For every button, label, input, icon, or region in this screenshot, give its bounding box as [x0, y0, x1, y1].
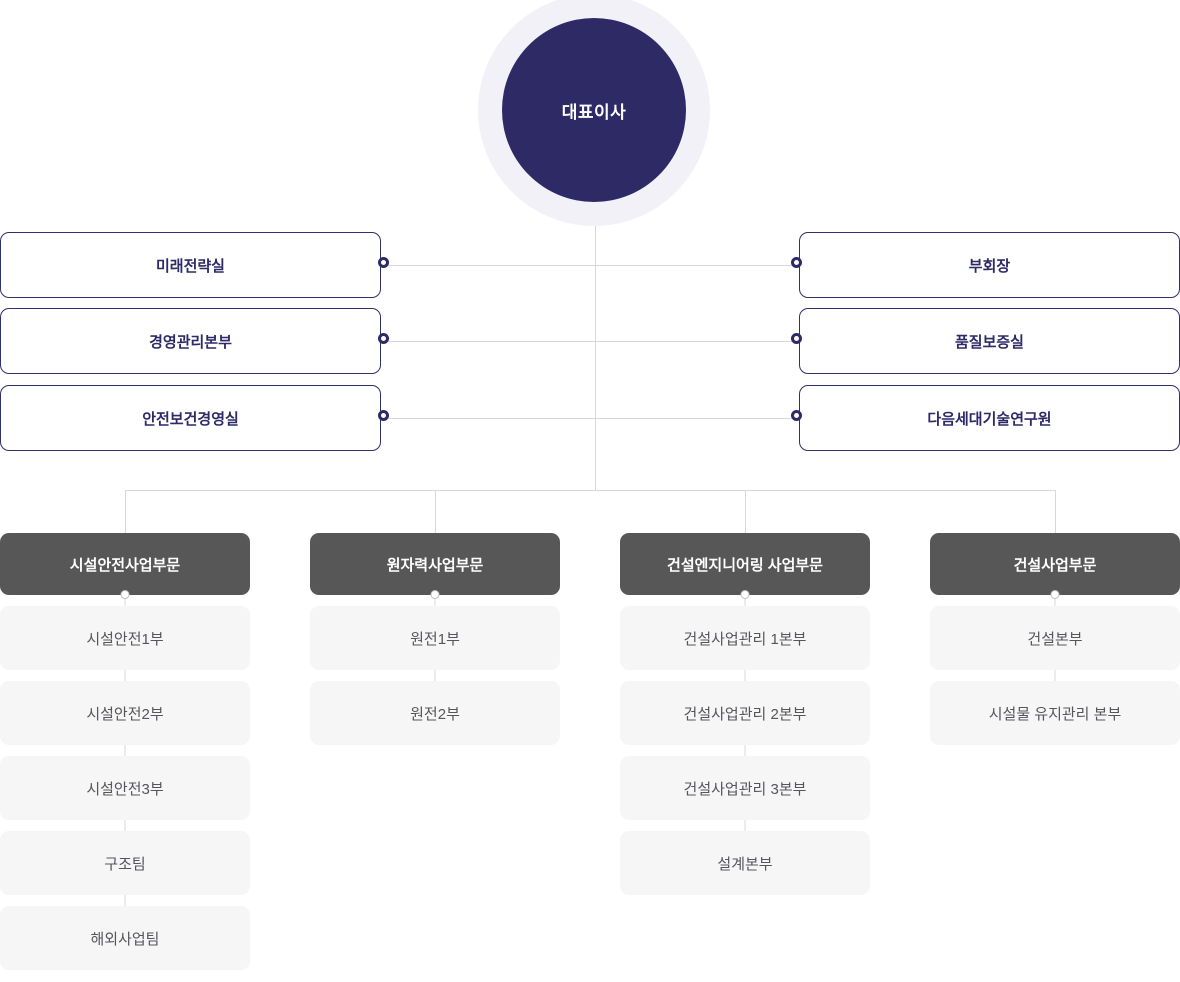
- sub-connector-line: [1054, 595, 1056, 606]
- staff-box-left-2[interactable]: 경영관리본부: [0, 308, 389, 374]
- sub-item-label: 원전2부: [410, 705, 460, 723]
- ceo-node[interactable]: 대표이사: [502, 18, 686, 202]
- sub-connector-line: [124, 745, 126, 756]
- sub-connector-line: [434, 595, 436, 606]
- sub-item[interactable]: 시설안전2부: [0, 670, 250, 745]
- staff-label: 다음세대기술연구원: [927, 410, 1052, 428]
- sub-connector-line: [744, 745, 746, 756]
- staff-label: 품질보증실: [954, 333, 1024, 351]
- division-header-4[interactable]: 건설사업부문: [930, 533, 1180, 599]
- sub-item[interactable]: 건설사업관리 1본부: [620, 595, 870, 670]
- staff-label: 부회장: [968, 257, 1011, 275]
- sub-item-label: 시설안전3부: [86, 780, 164, 798]
- staff-label: 미래전략실: [155, 257, 225, 275]
- sub-connector-line: [744, 595, 746, 606]
- sub-item-label: 건설사업관리 3본부: [683, 780, 807, 798]
- staff-box-right-3[interactable]: 다음세대기술연구원: [791, 385, 1180, 451]
- connector-dot-icon: [791, 333, 802, 344]
- staff-label: 경영관리본부: [149, 333, 232, 351]
- division-column-3: 건설엔지니어링 사업부문 건설사업관리 1본부 건설사업관리 2본부 건설사업관…: [620, 533, 870, 895]
- division-drop-line-3: [745, 490, 746, 533]
- sub-item[interactable]: 시설안전3부: [0, 745, 250, 820]
- sub-connector-line: [744, 820, 746, 831]
- staff-link-left-2: [381, 341, 596, 342]
- sub-item-label: 건설본부: [1027, 630, 1083, 648]
- staff-box-left-3[interactable]: 안전보건경영실: [0, 385, 389, 451]
- staff-box-left-1[interactable]: 미래전략실: [0, 232, 389, 298]
- division-header-label: 건설엔지니어링 사업부문: [667, 556, 823, 574]
- sub-item[interactable]: 원전2부: [310, 670, 560, 745]
- division-drop-line-4: [1055, 490, 1056, 533]
- division-header-1[interactable]: 시설안전사업부문: [0, 533, 250, 599]
- sub-connector-line: [124, 820, 126, 831]
- sub-item-label: 시설물 유지관리 본부: [988, 705, 1122, 723]
- division-drop-line-1: [125, 490, 126, 533]
- division-header-label: 건설사업부문: [1013, 556, 1097, 574]
- staff-link-right-3: [595, 418, 800, 419]
- sub-item[interactable]: 해외사업팀: [0, 895, 250, 970]
- sub-connector-line: [744, 670, 746, 681]
- sub-item[interactable]: 시설안전1부: [0, 595, 250, 670]
- division-header-2[interactable]: 원자력사업부문: [310, 533, 560, 599]
- sub-item-label: 건설사업관리 1본부: [683, 630, 807, 648]
- sub-item[interactable]: 건설본부: [930, 595, 1180, 670]
- sub-item[interactable]: 건설사업관리 2본부: [620, 670, 870, 745]
- division-header-label: 시설안전사업부문: [69, 556, 181, 574]
- sub-connector-line: [1054, 670, 1056, 681]
- connector-dot-icon: [1050, 590, 1060, 599]
- staff-link-right-1: [595, 265, 800, 266]
- distribution-bar: [125, 490, 1055, 491]
- connector-dot-icon: [791, 257, 802, 268]
- staff-label: 안전보건경영실: [142, 410, 239, 428]
- connector-dot-icon: [378, 257, 389, 268]
- staff-box-right-1[interactable]: 부회장: [791, 232, 1180, 298]
- staff-link-left-1: [381, 265, 596, 266]
- sub-item-label: 설계본부: [717, 855, 773, 873]
- sub-item-label: 해외사업팀: [90, 930, 160, 948]
- sub-item[interactable]: 설계본부: [620, 820, 870, 895]
- sub-item-label: 원전1부: [410, 630, 460, 648]
- sub-item-label: 건설사업관리 2본부: [683, 705, 807, 723]
- sub-connector-line: [434, 670, 436, 681]
- staff-link-right-2: [595, 341, 800, 342]
- division-column-2: 원자력사업부문 원전1부 원전2부: [310, 533, 560, 745]
- sub-item[interactable]: 구조팀: [0, 820, 250, 895]
- connector-dot-icon: [120, 590, 130, 599]
- sub-connector-line: [124, 595, 126, 606]
- sub-item[interactable]: 시설물 유지관리 본부: [930, 670, 1180, 745]
- division-header-3[interactable]: 건설엔지니어링 사업부문: [620, 533, 870, 599]
- sub-connector-line: [124, 670, 126, 681]
- sub-item[interactable]: 건설사업관리 3본부: [620, 745, 870, 820]
- sub-item-label: 시설안전2부: [86, 705, 164, 723]
- spine-line-vertical: [595, 198, 596, 490]
- staff-link-left-3: [381, 418, 596, 419]
- connector-dot-icon: [740, 590, 750, 599]
- division-drop-line-2: [435, 490, 436, 533]
- division-column-1: 시설안전사업부문 시설안전1부 시설안전2부 시설안전3부 구조팀 해외사업팀: [0, 533, 250, 970]
- division-column-4: 건설사업부문 건설본부 시설물 유지관리 본부: [930, 533, 1180, 745]
- sub-item-label: 구조팀: [104, 855, 146, 873]
- ceo-label: 대표이사: [561, 102, 627, 122]
- sub-item[interactable]: 원전1부: [310, 595, 560, 670]
- staff-box-right-2[interactable]: 품질보증실: [791, 308, 1180, 374]
- connector-dot-icon: [791, 410, 802, 421]
- sub-connector-line: [124, 895, 126, 906]
- sub-item-label: 시설안전1부: [86, 630, 164, 648]
- division-header-label: 원자력사업부문: [386, 556, 484, 574]
- connector-dot-icon: [378, 410, 389, 421]
- connector-dot-icon: [430, 590, 440, 599]
- connector-dot-icon: [378, 333, 389, 344]
